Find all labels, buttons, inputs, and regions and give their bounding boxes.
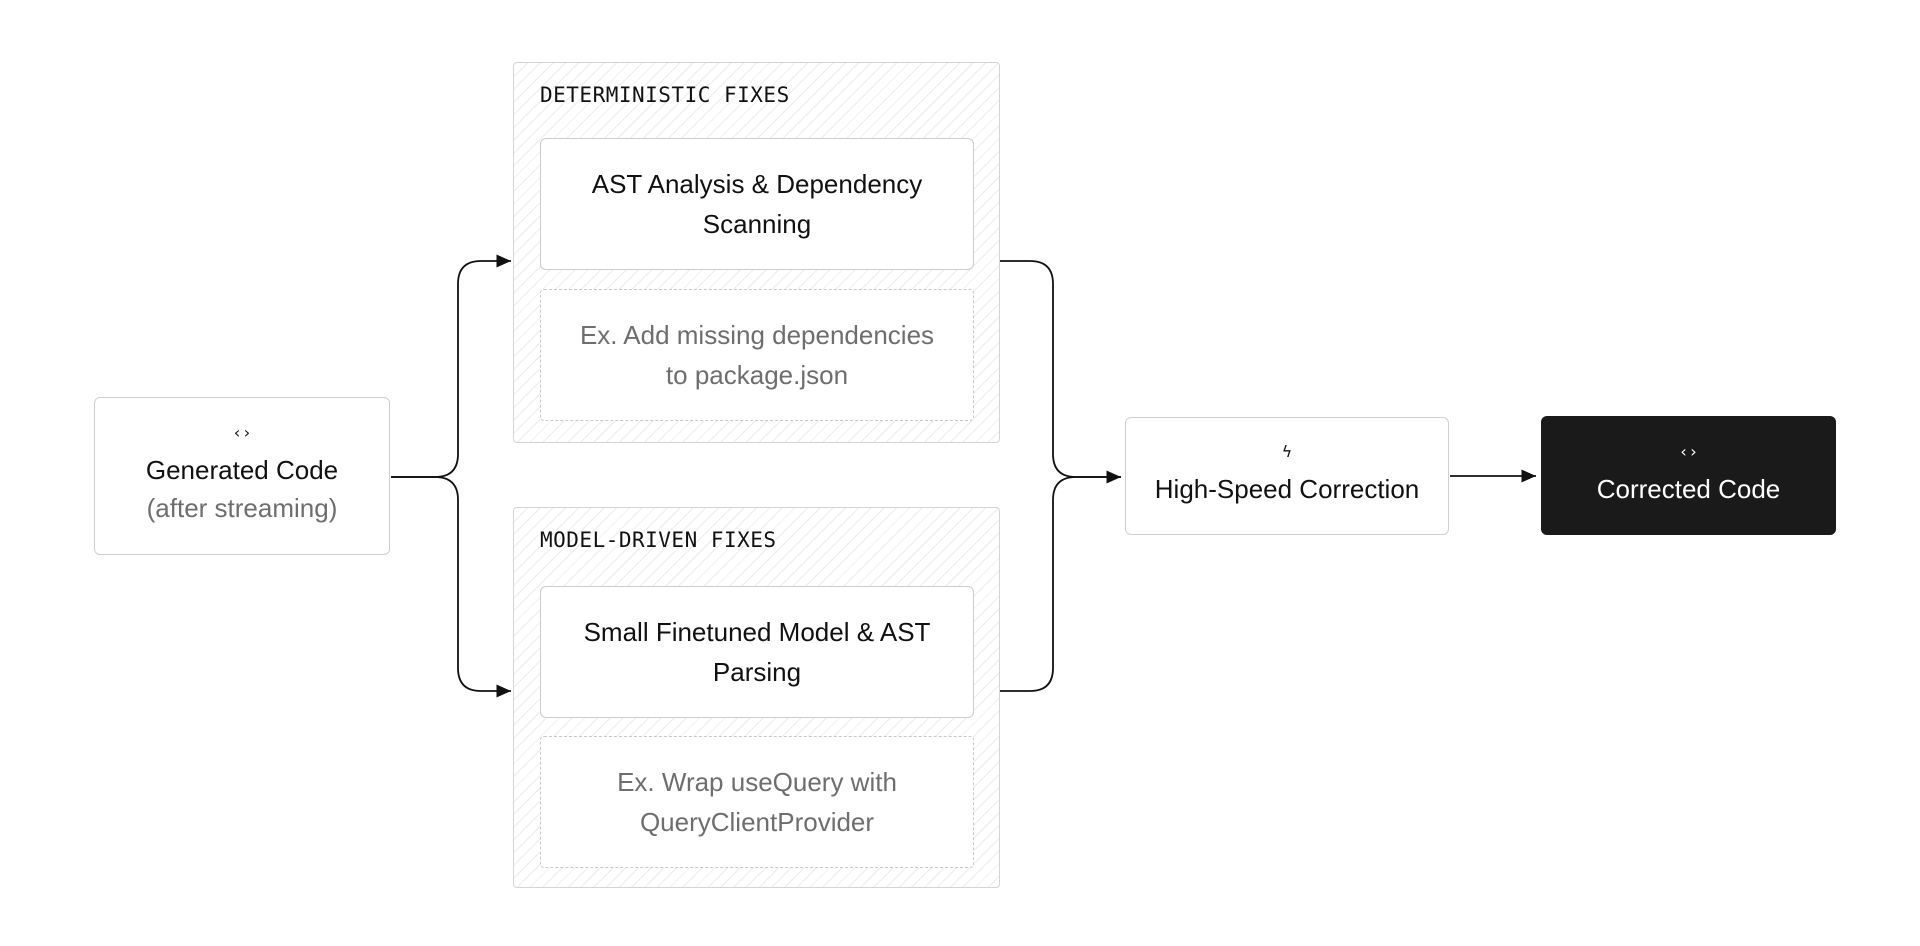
connector-source-to-model [391, 476, 511, 698]
source-subtitle: (after streaming) [146, 493, 338, 523]
model-driven-step: Small Finetuned Model & AST Parsing [540, 586, 974, 718]
model-driven-group-title: MODEL-DRIVEN FIXES [540, 528, 777, 552]
deterministic-example: Ex. Add missing dependencies to package.… [540, 289, 974, 421]
deterministic-group-title: DETERMINISTIC FIXES [540, 83, 790, 107]
connector-model-to-correction [1000, 476, 1121, 692]
model-driven-example: Ex. Wrap useQuery with QueryClientProvid… [540, 736, 974, 868]
code-icon: ‹› [232, 423, 252, 442]
high-speed-correction-node: ϟ High-Speed Correction [1125, 417, 1449, 535]
connector-deterministic-to-correction [1000, 260, 1121, 484]
source-node: ‹› Generated Code (after streaming) [94, 397, 390, 555]
corrected-code-node: ‹› Corrected Code [1541, 416, 1836, 535]
deterministic-fixes-group: DETERMINISTIC FIXES AST Analysis & Depen… [513, 62, 1000, 443]
deterministic-step: AST Analysis & Dependency Scanning [540, 138, 974, 270]
model-driven-fixes-group: MODEL-DRIVEN FIXES Small Finetuned Model… [513, 507, 1000, 888]
connector-source-to-deterministic [391, 254, 511, 478]
source-title: Generated Code [145, 455, 339, 485]
output-title: Corrected Code [1596, 473, 1781, 504]
code-icon: ‹› [1678, 441, 1699, 461]
correction-title: High-Speed Correction [1154, 474, 1420, 504]
lightning-icon: ϟ [1282, 442, 1292, 461]
